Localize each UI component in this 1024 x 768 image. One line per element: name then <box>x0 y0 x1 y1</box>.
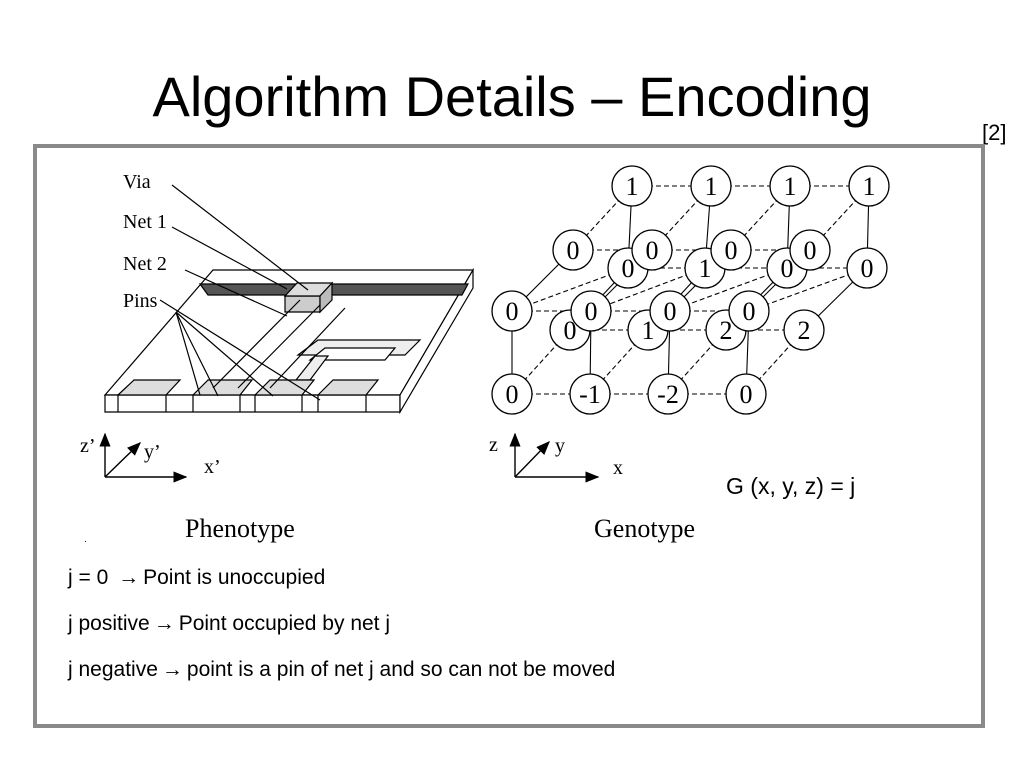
lattice-node <box>491 290 533 332</box>
formula: G (x, y, z) = j <box>726 473 856 499</box>
lattice-node-value: 0 <box>725 236 738 265</box>
net2-label: Net 2 <box>123 253 167 275</box>
lattice-node-value: 1 <box>642 316 655 345</box>
lattice-edge <box>669 267 788 312</box>
pin-2 <box>191 379 254 396</box>
lattice-node-value: 1 <box>626 172 639 201</box>
lattice-node-value: 1 <box>705 172 718 201</box>
lattice-node-value: 0 <box>506 380 519 409</box>
phenotype-diagram <box>103 184 475 415</box>
lattice-node-value: 2 <box>798 316 811 345</box>
board-side <box>399 267 474 415</box>
lattice-node <box>491 373 533 415</box>
lattice-node-value: 0 <box>861 254 874 283</box>
lattice-node-value: 0 <box>622 254 635 283</box>
lattice-node-value: 0 <box>804 236 817 265</box>
lattice-edge <box>667 329 727 395</box>
lattice-node <box>611 165 653 207</box>
lattice-node-value: 0 <box>740 380 753 409</box>
lattice-node <box>552 229 594 271</box>
lattice-node <box>647 373 689 415</box>
lattice-node-value: 1 <box>863 172 876 201</box>
legend-meaning: Point is unoccupied <box>143 566 326 589</box>
lattice-node-value: -1 <box>579 380 601 409</box>
lattice-node <box>846 247 888 289</box>
genotype-axes <box>509 432 600 483</box>
reference-citation: [2] <box>982 120 1007 145</box>
board-front <box>104 394 401 413</box>
lattice-edge <box>511 329 571 395</box>
legend-meaning: Point occupied by net j <box>178 612 391 635</box>
arrow-icon: → <box>118 566 140 589</box>
legend-condition: j negative <box>68 658 158 681</box>
phenotype-axis-z: z’ <box>80 435 96 457</box>
via-leader <box>171 184 309 291</box>
genotype-axis-x: x <box>613 457 623 479</box>
legend-row-positive: j positive→Point occupied by net j <box>68 611 390 637</box>
legend-condition: j positive <box>68 612 150 635</box>
via-label: Via <box>123 171 151 193</box>
net1-leader <box>171 226 288 290</box>
lattice-edge <box>589 329 649 395</box>
lattice-node <box>783 309 825 351</box>
net1-strip <box>198 283 470 296</box>
lattice-node-value: 0 <box>646 236 659 265</box>
slide-title: Algorithm Details – Encoding <box>152 65 872 128</box>
lattice-node-value: 0 <box>585 297 598 326</box>
lattice-edge <box>748 267 868 312</box>
lattice-node-value: 1 <box>784 172 797 201</box>
pins-label: Pins <box>123 290 158 312</box>
lattice-node <box>690 165 732 207</box>
genotype-axis-z: z <box>489 434 498 456</box>
lattice-node-value: -2 <box>657 380 679 409</box>
lattice-node <box>631 229 673 271</box>
lattice-node-value: 2 <box>720 316 733 345</box>
lattice-node <box>710 229 752 271</box>
phenotype-axes <box>99 432 188 483</box>
lattice-node <box>848 165 890 207</box>
net2-leader <box>184 269 288 317</box>
lattice-node-value: 0 <box>506 297 519 326</box>
lattice-node-value: 0 <box>664 297 677 326</box>
phenotype-axis-x: x’ <box>204 456 221 478</box>
arrow-icon: → <box>153 612 175 635</box>
lattice-node <box>725 373 767 415</box>
pin-4 <box>316 379 380 396</box>
genotype-lattice-lines <box>511 185 870 395</box>
lattice-node-value: 0 <box>781 254 794 283</box>
pin-3 <box>253 379 316 396</box>
lattice-edge <box>745 329 805 395</box>
arrow-icon: → <box>161 658 183 681</box>
pin-1 <box>116 379 182 396</box>
lattice-node <box>789 229 831 271</box>
net1-label: Net 1 <box>123 211 167 233</box>
lattice-node-value: 0 <box>743 297 756 326</box>
lattice-node-value: 0 <box>564 316 577 345</box>
genotype-caption: Genotype <box>594 514 695 543</box>
genotype-axis-y: y <box>555 435 565 457</box>
phenotype-axis-y: y’ <box>144 441 161 463</box>
pins-leader <box>175 311 219 397</box>
legend-row-zero: j = 0 →Point is unoccupied <box>68 565 325 591</box>
lattice-node <box>769 165 811 207</box>
legend-row-negative: j negative→point is a pin of net j and s… <box>68 657 615 683</box>
lattice-node <box>569 373 611 415</box>
lattice-node <box>570 290 612 332</box>
footnote-dot: . <box>84 534 87 545</box>
lattice-node <box>728 290 770 332</box>
phenotype-caption: Phenotype <box>185 514 295 543</box>
legend-meaning: point is a pin of net j and so can not b… <box>186 658 616 681</box>
legend-condition: j = 0 <box>68 566 115 589</box>
lattice-node <box>649 290 691 332</box>
lattice-node-value: 0 <box>567 236 580 265</box>
lattice-node-value: 1 <box>699 254 712 283</box>
